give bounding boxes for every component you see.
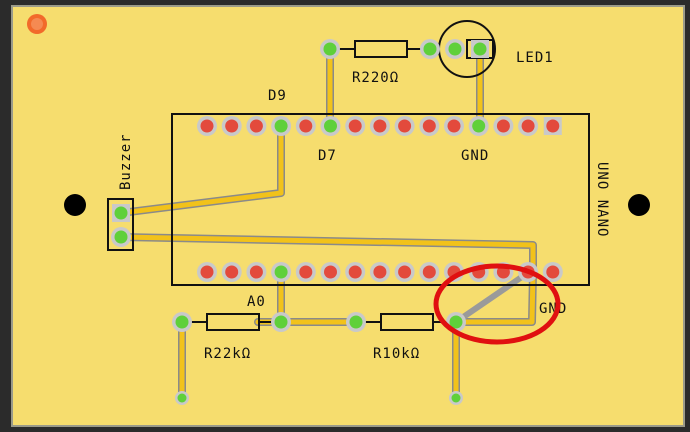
header-pin-bottom[interactable] bbox=[369, 262, 390, 282]
uno-nano-outline[interactable] bbox=[171, 113, 590, 286]
header-pin-top[interactable] bbox=[444, 116, 464, 136]
header-pin-bottom[interactable] bbox=[246, 262, 267, 282]
header-pin-bottom[interactable] bbox=[197, 262, 217, 282]
buzzer-pad-1[interactable] bbox=[112, 204, 130, 222]
header-pin-bottom[interactable] bbox=[542, 262, 563, 282]
led-pad-2[interactable] bbox=[471, 40, 489, 58]
highlight-circle bbox=[433, 263, 561, 345]
r220-pad-1[interactable] bbox=[320, 39, 340, 59]
module-label: UNO NANO bbox=[594, 162, 610, 237]
header-pin-top[interactable] bbox=[543, 117, 562, 135]
resistor-r220-label: R220Ω bbox=[352, 70, 399, 86]
r220-pad-2[interactable] bbox=[420, 39, 440, 59]
header-pin-bottom[interactable] bbox=[271, 262, 292, 282]
origin-marker-icon[interactable] bbox=[27, 14, 47, 34]
header-pin-top[interactable] bbox=[419, 116, 440, 136]
header-pin-bottom[interactable] bbox=[221, 262, 242, 282]
pin-a0-label: A0 bbox=[247, 294, 266, 310]
header-pin-top[interactable] bbox=[468, 116, 489, 136]
r22k-pad-2[interactable] bbox=[271, 312, 291, 332]
header-pin-top[interactable] bbox=[493, 116, 514, 136]
trace-end-pad[interactable] bbox=[175, 391, 189, 405]
pads-layer bbox=[111, 39, 563, 405]
resistor-r10k-label: R10kΩ bbox=[373, 346, 420, 362]
buzzer-pad-2[interactable] bbox=[111, 227, 131, 247]
pin-gnd-top-label: GND bbox=[461, 148, 489, 164]
trace-end-pad[interactable] bbox=[449, 391, 463, 405]
pin-d7-label: D7 bbox=[318, 148, 337, 164]
header-pin-top[interactable] bbox=[295, 116, 316, 136]
header-pin-bottom[interactable] bbox=[295, 262, 316, 282]
r22k-pad-1[interactable] bbox=[172, 312, 192, 332]
header-pin-top[interactable] bbox=[345, 116, 366, 136]
buzzer-outline[interactable] bbox=[107, 198, 134, 251]
header-pin-top[interactable] bbox=[271, 116, 292, 136]
header-pin-top[interactable] bbox=[221, 116, 242, 136]
header-pin-top[interactable] bbox=[518, 116, 539, 136]
buzzer-label: Buzzer bbox=[118, 133, 134, 190]
header-pin-top[interactable] bbox=[197, 116, 217, 136]
header-pin-top[interactable] bbox=[369, 116, 390, 136]
header-pin-top[interactable] bbox=[320, 116, 341, 136]
header-pin-bottom[interactable] bbox=[320, 262, 341, 282]
mounting-hole-left bbox=[64, 194, 86, 216]
header-pin-top[interactable] bbox=[246, 116, 267, 136]
led-pad-1[interactable] bbox=[445, 39, 465, 59]
header-pin-bottom[interactable] bbox=[394, 262, 415, 282]
header-pin-bottom[interactable] bbox=[345, 262, 366, 282]
header-pin-top[interactable] bbox=[394, 116, 415, 136]
resistor-r22k-label: R22kΩ bbox=[204, 346, 251, 362]
r10k-pad-1[interactable] bbox=[346, 312, 366, 332]
led-label: LED1 bbox=[516, 50, 554, 66]
pin-d9-label: D9 bbox=[268, 88, 287, 104]
header-pin-bottom[interactable] bbox=[419, 262, 440, 282]
ratsnest-line bbox=[453, 269, 532, 325]
mounting-hole-right bbox=[628, 194, 650, 216]
